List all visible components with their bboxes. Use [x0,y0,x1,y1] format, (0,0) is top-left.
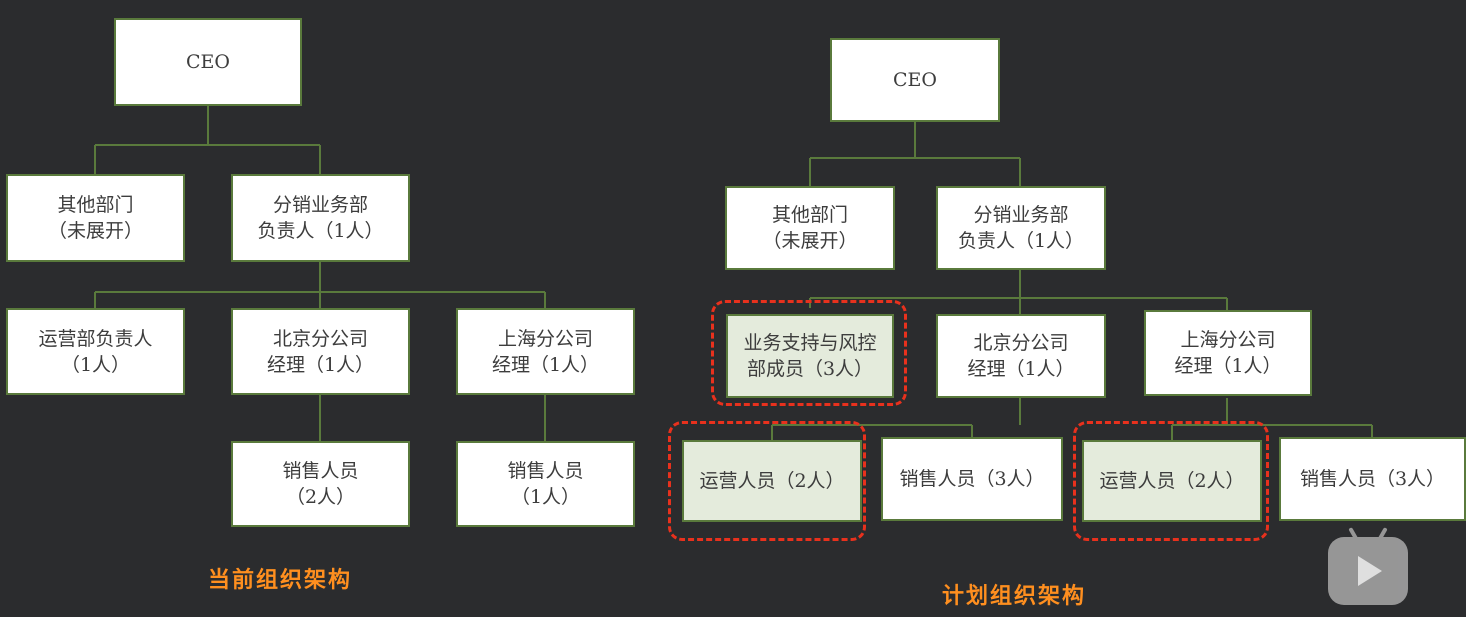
current-bj-sales-box: 销售人员 （2人） [231,441,410,527]
planned-bj-sales-label: 销售人员（3人） [899,468,1045,490]
planned-dist-head-line1: 分销业务部 [973,204,1069,226]
current-sh-mgr-line1: 上海分公司 [497,327,593,350]
planned-sh-sales-label: 销售人员（3人） [1299,468,1446,490]
planned-sh-mgr-box: 上海分公司 经理（1人） [1144,310,1312,396]
current-bj-mgr-line2: 经理（1人） [266,353,375,376]
current-ceo-label: CEO [186,51,230,73]
planned-sh-sales-box: 销售人员（3人） [1279,437,1466,521]
play-logo-icon [1328,527,1408,605]
planned-bj-ops-box: 运营人员（2人） [682,440,862,522]
current-dist-head-line2: 负责人（1人） [257,220,384,242]
current-sh-mgr-line2: 经理（1人） [491,353,600,376]
current-sh-sales-line2: （1人） [510,486,581,508]
planned-other-dept-box: 其他部门 （未展开） [725,186,895,270]
current-other-dept-box: 其他部门 （未展开） [6,174,185,262]
current-sh-sales-box: 销售人员 （1人） [456,441,635,527]
current-ops-head-line2: （1人） [60,353,131,376]
planned-bj-ops-highlight [668,421,866,541]
planned-ceo-label: CEO [893,69,937,91]
current-sh-mgr-box: 上海分公司 经理（1人） [456,308,635,395]
planned-risk-support-line2: 部成员（3人） [746,358,874,380]
planned-risk-support-line1: 业务支持与风控 [743,332,877,354]
current-ops-head-box: 运营部负责人 （1人） [6,308,185,395]
planned-sh-ops-box: 运营人员（2人） [1082,440,1262,522]
planned-bj-mgr-line1: 北京分公司 [973,332,1069,354]
planned-bj-mgr-line2: 经理（1人） [967,358,1075,380]
current-bj-mgr-box: 北京分公司 经理（1人） [231,308,410,395]
current-other-dept-line2: （未展开） [47,220,143,242]
planned-risk-support-box: 业务支持与风控 部成员（3人） [726,314,894,398]
current-other-dept-line1: 其他部门 [57,194,134,216]
planned-sh-mgr-line2: 经理（1人） [1174,355,1282,377]
planned-dist-head-box: 分销业务部 负责人（1人） [936,186,1106,270]
current-ops-head-line1: 运营部负责人 [38,327,153,350]
planned-org-caption: 计划组织架构 [942,584,1087,609]
current-sh-sales-line1: 销售人员 [507,460,584,482]
planned-other-dept-line2: （未展开） [762,230,858,252]
current-bj-mgr-line1: 北京分公司 [272,327,368,350]
current-ceo-box: CEO [114,18,302,106]
current-dist-head-line1: 分销业务部 [272,194,368,216]
current-dist-head-box: 分销业务部 负责人（1人） [231,174,410,262]
current-bj-sales-line2: （2人） [285,486,356,508]
planned-bj-ops-label: 运营人员（2人） [699,470,845,492]
planned-ceo-box: CEO [830,38,1000,122]
current-bj-sales-line1: 销售人员 [282,460,359,482]
planned-dist-head-line2: 负责人（1人） [957,230,1085,252]
planned-sh-ops-label: 运营人员（2人） [1099,470,1245,492]
current-org-caption: 当前组织架构 [208,568,353,593]
planned-risk-support-highlight [711,300,907,406]
planned-bj-sales-box: 销售人员（3人） [881,437,1063,521]
planned-sh-mgr-line1: 上海分公司 [1180,329,1276,351]
planned-other-dept-line1: 其他部门 [771,204,848,226]
planned-sh-ops-highlight [1073,421,1269,541]
planned-bj-mgr-box: 北京分公司 经理（1人） [936,314,1106,398]
